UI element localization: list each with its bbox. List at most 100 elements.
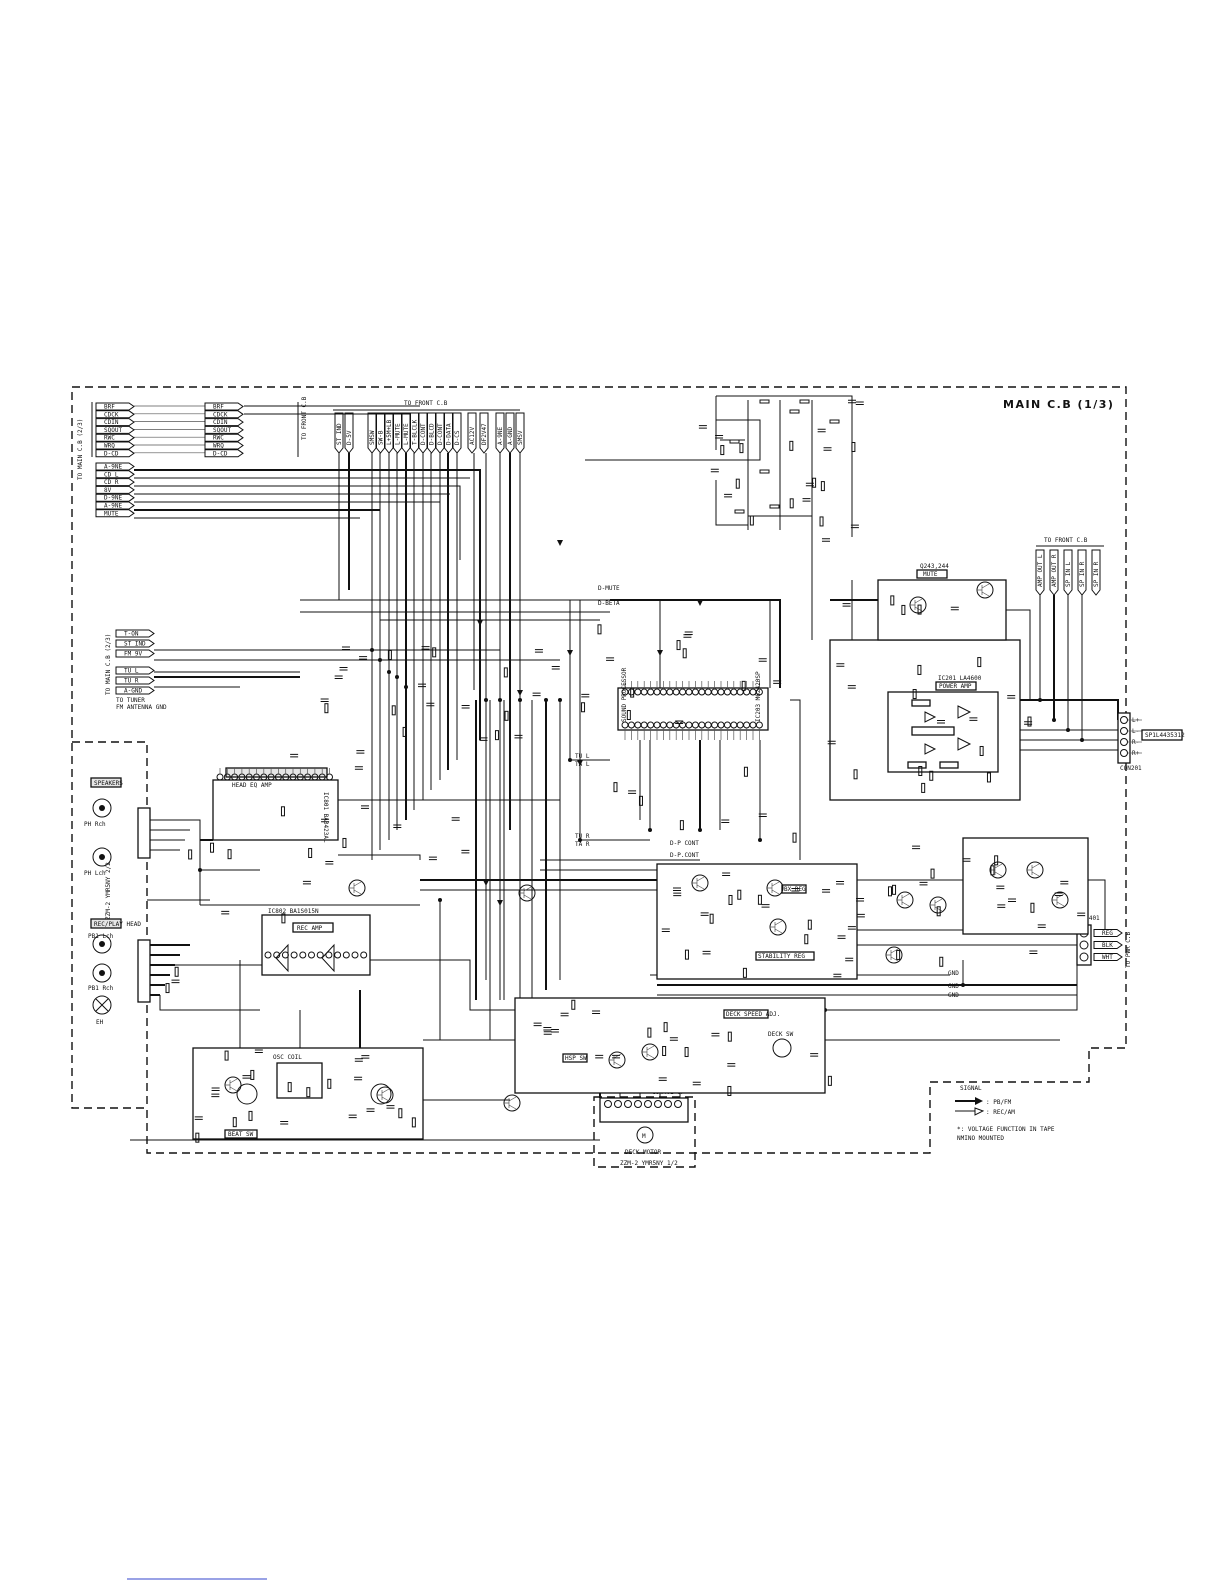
svg-text:TO MAIN C.B (2/3): TO MAIN C.B (2/3) bbox=[105, 634, 112, 695]
svg-text:DECK MOTOR: DECK MOTOR bbox=[625, 1149, 662, 1156]
svg-text:D-P.CONT: D-P.CONT bbox=[670, 852, 699, 859]
port-rwc: RWC bbox=[95, 433, 135, 442]
svg-text:D-CONT: D-CONT bbox=[437, 423, 444, 445]
port-cd-l: CD L bbox=[95, 470, 135, 479]
port-blk: BLK bbox=[1093, 941, 1123, 949]
svg-text:T-BLCLK: T-BLCLK bbox=[412, 419, 419, 445]
svg-text:D-5V: D-5V bbox=[346, 430, 353, 445]
svg-text:M: M bbox=[642, 1133, 646, 1140]
svg-text:SQOUT: SQOUT bbox=[104, 427, 122, 434]
port-d-9ne: D-9NE bbox=[95, 493, 135, 502]
svg-text:WRQ: WRQ bbox=[104, 443, 115, 450]
svg-text:FM ANTENNA GND: FM ANTENNA GND bbox=[116, 704, 167, 711]
svg-text:TA R: TA R bbox=[575, 841, 590, 848]
port-smsv: SMSV bbox=[515, 412, 525, 454]
right-front-cb-label: TO FRONT C.B bbox=[1044, 537, 1088, 544]
svg-text:ST IND: ST IND bbox=[336, 423, 343, 445]
osc-coil-block: OSC COIL BEAT SW bbox=[192, 1047, 424, 1140]
svg-text:L-MUTE: L-MUTE bbox=[395, 423, 402, 445]
passive-components bbox=[165, 399, 1086, 1143]
port-mute: MUTE bbox=[95, 509, 135, 518]
port-tu-l: TU L bbox=[115, 666, 155, 675]
svg-text:D-9NE: D-9NE bbox=[104, 495, 122, 502]
svg-text:A-9NE: A-9NE bbox=[104, 503, 122, 510]
svg-text:DF2V47: DF2V47 bbox=[481, 423, 488, 445]
port-fm-9v: FM 9V bbox=[115, 649, 155, 658]
svg-text:D-CD: D-CD bbox=[104, 450, 119, 457]
svg-text:SMSW: SMSW bbox=[369, 430, 376, 445]
svg-text:GND: GND bbox=[948, 970, 959, 977]
q510-region bbox=[962, 837, 1089, 935]
port-l-5m-lb: L+5M+LB bbox=[384, 412, 394, 454]
port-t-on: T-ON bbox=[115, 629, 155, 638]
svg-text:MUTE: MUTE bbox=[923, 571, 938, 578]
svg-text:SPEAKERS: SPEAKERS bbox=[94, 780, 123, 787]
svg-text:BX REG: BX REG bbox=[784, 886, 806, 893]
svg-text:A-9NE: A-9NE bbox=[104, 464, 122, 471]
svg-text:TU L: TU L bbox=[575, 753, 590, 760]
svg-text:HSP SW: HSP SW bbox=[565, 1055, 587, 1062]
svg-text:TO MAIN C.B (2/3): TO MAIN C.B (2/3) bbox=[77, 419, 84, 480]
port-a-9ne: A-9NE bbox=[95, 462, 135, 471]
svg-text:D-MUTE: D-MUTE bbox=[598, 585, 620, 592]
svg-text:ST IND: ST IND bbox=[124, 641, 146, 648]
svg-text:CON401: CON401 bbox=[1078, 915, 1100, 922]
svg-text:PB1 Rch: PB1 Rch bbox=[88, 985, 114, 992]
transistors bbox=[224, 581, 1069, 1112]
svg-text:CDIN: CDIN bbox=[104, 419, 119, 426]
ic201-power-amp: IC201 LA4600 POWER AMP bbox=[829, 639, 1021, 801]
svg-text:BLK: BLK bbox=[1102, 942, 1113, 949]
svg-text:RWC: RWC bbox=[213, 435, 224, 442]
svg-text:D-P CONT: D-P CONT bbox=[670, 840, 699, 847]
svg-text:GND: GND bbox=[948, 992, 959, 999]
board-title: MAIN C.B (1/3) bbox=[1003, 398, 1114, 411]
bus-line-labels: TU L TA L TU R TA R D-MUTE D-BETA D-P CO… bbox=[575, 585, 959, 999]
port-ac12v: AC12V bbox=[467, 412, 477, 454]
svg-text:POWER AMP: POWER AMP bbox=[939, 683, 972, 690]
port-brf: BRF bbox=[204, 402, 244, 411]
svg-text:D-DATA: D-DATA bbox=[446, 423, 453, 445]
svg-text:CD R: CD R bbox=[104, 479, 119, 486]
port-a-gnd: A-GND bbox=[115, 686, 155, 695]
svg-text:PB1 Lch: PB1 Lch bbox=[88, 933, 114, 940]
svg-text:SP IN R: SP IN R bbox=[1079, 561, 1086, 587]
svg-text:SP IN R: SP IN R bbox=[1093, 561, 1100, 587]
svg-text:A-GND: A-GND bbox=[507, 427, 514, 445]
port-cdck: CDCK bbox=[204, 410, 244, 419]
port-cdin: CDIN bbox=[204, 418, 244, 426]
port-cdck: CDCK bbox=[95, 410, 135, 419]
svg-text:BEAT SW: BEAT SW bbox=[228, 1131, 254, 1138]
port-a-9ne: A-9NE bbox=[95, 501, 135, 510]
port-l-mute: L-MUTE bbox=[401, 412, 411, 454]
svg-text:L-: L- bbox=[1132, 728, 1139, 735]
svg-text:SMSV: SMSV bbox=[517, 430, 524, 445]
port-tu-r: TU R bbox=[115, 676, 155, 685]
deck-motor-block: M DECK MOTOR ZZM-2 YMR5NY 1/2 CON401 6P bbox=[599, 1089, 689, 1167]
svg-text:NMINO MOUNTED: NMINO MOUNTED bbox=[957, 1135, 1004, 1142]
port-d-cd: D-CD bbox=[204, 449, 244, 458]
svg-text:RWC: RWC bbox=[104, 435, 115, 442]
port-d-cd: D-CD bbox=[95, 449, 135, 458]
svg-text:REG: REG bbox=[1102, 930, 1113, 937]
port-reg: REG bbox=[1093, 929, 1123, 937]
svg-text:SP1L4435312: SP1L4435312 bbox=[1145, 732, 1185, 739]
svg-text:AC12V: AC12V bbox=[469, 427, 476, 445]
port-8v: 8V bbox=[95, 485, 135, 494]
svg-text:HEAD EQ AMP: HEAD EQ AMP bbox=[232, 782, 272, 789]
port-amp-out-l: AMP OUT L bbox=[1035, 549, 1045, 596]
svg-text:T-ON: T-ON bbox=[124, 631, 139, 638]
svg-text:CDIN: CDIN bbox=[213, 419, 228, 426]
svg-text:TU R: TU R bbox=[575, 833, 590, 840]
svg-text:ZZM-2 YMR5NY 2/2: ZZM-2 YMR5NY 2/2 bbox=[105, 862, 112, 920]
svg-text:OSC COIL: OSC COIL bbox=[273, 1054, 302, 1061]
svg-text:GND: GND bbox=[948, 983, 959, 990]
svg-text:TO PWR C.B: TO PWR C.B bbox=[1125, 931, 1132, 968]
port-sw-b: SW-B bbox=[376, 412, 385, 454]
svg-text:FM 9V: FM 9V bbox=[124, 651, 142, 658]
svg-text:IC201 LA4600: IC201 LA4600 bbox=[938, 675, 982, 682]
